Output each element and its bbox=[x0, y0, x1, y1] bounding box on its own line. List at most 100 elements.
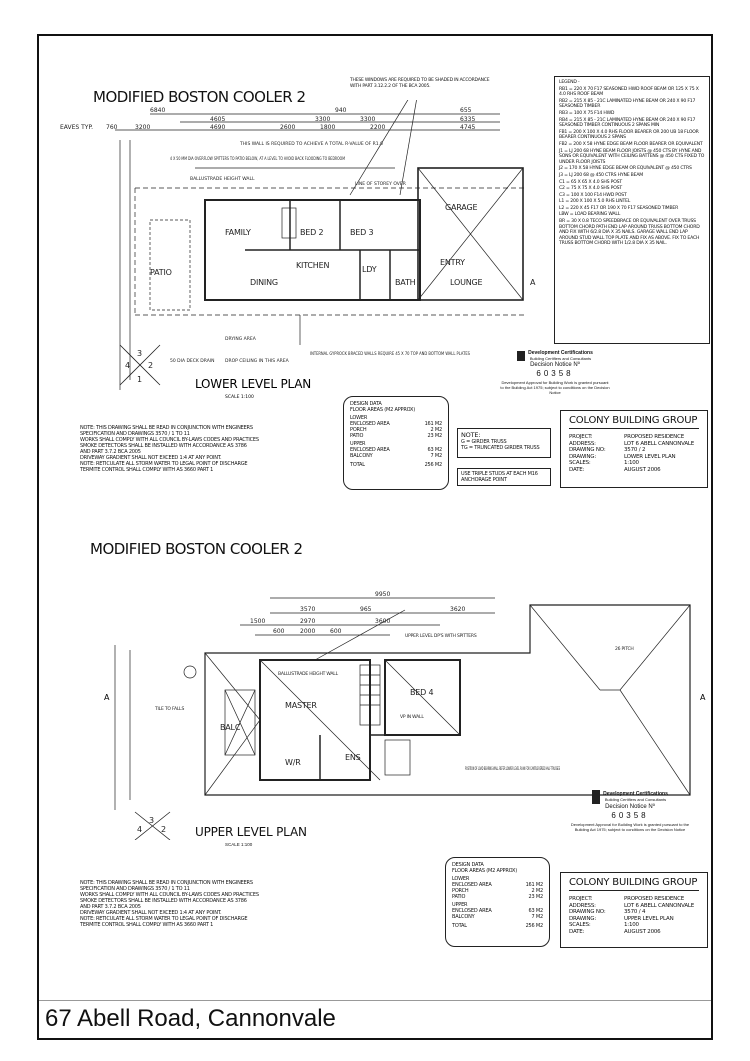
dim-top-1: 6840 bbox=[150, 107, 165, 114]
decision-notice-number: 60358 bbox=[536, 369, 574, 378]
note-line: TERMITE CONTROL SHALL COMPLY WITH AS 366… bbox=[80, 922, 214, 928]
note-line: NOTE: THIS DRAWING SHALL BE READ IN CONJ… bbox=[80, 425, 253, 431]
caption-divider bbox=[39, 1000, 711, 1001]
note-line: SPECIFICATION AND DRAWINGS 3570 / 1 TO 1… bbox=[80, 431, 190, 437]
legend-item: BR = 30 X 0.8 TECO SPEEDBRACE OR EQUIVAL… bbox=[559, 219, 700, 247]
legend-item: C1 = 65 X 65 X 4.0 SHS POST bbox=[559, 179, 622, 185]
dim-row3-6: 2200 bbox=[370, 124, 385, 131]
upper-dim-top: 9950 bbox=[375, 591, 390, 598]
property-address-caption: 67 Abell Road, Cannonvale bbox=[45, 1005, 336, 1032]
lower-plan-label: LOWER LEVEL PLAN bbox=[195, 377, 311, 391]
legend-item: RB4 = 215 X 85 - 21C LAMINATED HYNE BEAM… bbox=[559, 117, 696, 129]
section-mark-4: 4 bbox=[125, 361, 130, 370]
upper-dim-row3-3: 3600 bbox=[375, 618, 390, 625]
drying-area: DRYING AREA bbox=[225, 336, 257, 342]
upper-level-floor-plan: 9950 3570 965 3620 1500 2970 3600 600 20… bbox=[104, 591, 706, 840]
upper-dps-note: UPPER LEVEL DP'S WITH SPITTERS bbox=[405, 633, 477, 639]
section-mark-3: 3 bbox=[137, 349, 142, 358]
upper-dim-row3-1: 1500 bbox=[250, 618, 265, 625]
note-line: SMOKE DETECTORS SHALL BE INSTALLED WITH … bbox=[80, 443, 247, 449]
room-entry: ENTRY bbox=[440, 258, 465, 267]
room-dining: DINING bbox=[250, 278, 278, 287]
design-data-lower-label: LOWER bbox=[350, 415, 368, 421]
dim-row3-4: 2600 bbox=[280, 124, 295, 131]
field-value: PROPOSED RESIDENCE bbox=[624, 434, 685, 440]
legend-title: LEGEND - bbox=[559, 80, 580, 85]
tile-to-falls-note: TILE TO FALLS bbox=[154, 706, 184, 712]
field-label: DRAWING No: bbox=[569, 447, 606, 453]
load-bearing-wall-note: POSITION OF LOAD BEARING WALL REFER LOWE… bbox=[465, 766, 560, 772]
note-title: NOTE: bbox=[461, 431, 481, 439]
area-name: BALCONY bbox=[452, 914, 475, 920]
legend-item: J1 = LJ 200 68 HYNE BEAM FLOOR JOISTS @ … bbox=[559, 148, 705, 165]
storey-over-note: LINE OF STOREY OVER bbox=[355, 181, 406, 187]
upper-plan-title: MODIFIED BOSTON COOLER 2 bbox=[90, 540, 303, 558]
legend-item: L2 = 220 X 45 F17 OR 190 X 70 F17 SEASON… bbox=[559, 205, 679, 211]
field-label: SCALES: bbox=[569, 922, 591, 928]
legend-item: C2 = 75 X 75 X 4.0 SHS POST bbox=[559, 186, 622, 192]
area-name: BALCONY bbox=[350, 453, 373, 459]
legend-item: RB1 = 220 X 70 F17 SEASONED HWD ROOF BEA… bbox=[559, 86, 699, 98]
lower-plan-scale: SCALE 1:100 bbox=[225, 394, 254, 400]
certifier-logo-icon bbox=[592, 790, 601, 804]
room-walk-in-robe: W/R bbox=[285, 758, 301, 767]
legend-item: RB3 = 100 X 75 F14 HWD bbox=[559, 110, 615, 116]
field-value: LOWER LEVEL PLAN bbox=[624, 453, 676, 460]
lower-plan-title: MODIFIED BOSTON COOLER 2 bbox=[93, 88, 306, 106]
note-line: WORKS SHALL COMPLY WITH ALL COUNCIL BY-L… bbox=[80, 437, 259, 443]
lower-level-floor-plan: 6840 940 655 4605 3300 3300 6335 EAVES T… bbox=[60, 100, 536, 400]
upper-dim-row2-1: 3570 bbox=[300, 606, 315, 613]
note-line: SMOKE DETECTORS SHALL BE INSTALLED WITH … bbox=[80, 898, 247, 904]
dim-row3-1: 760 bbox=[106, 124, 118, 131]
field-label: DATE: bbox=[569, 928, 585, 935]
area-value: 2 M2 bbox=[430, 427, 443, 433]
room-balcony: BALC bbox=[220, 723, 241, 732]
field-label: DRAWING: bbox=[569, 453, 596, 460]
dim-row2-2: 3300 bbox=[315, 116, 330, 123]
drop-ceiling-note: DROP CEILING IN THIS AREA bbox=[225, 358, 290, 364]
legend-item: J3 = LJ 200 68 @ 450 CTRS HYNE BEAM bbox=[559, 172, 644, 178]
room-master: MASTER bbox=[285, 701, 317, 710]
note-line: WORKS SHALL COMPLY WITH ALL COUNCIL BY-L… bbox=[80, 892, 259, 898]
legend-item: C3 = 100 X 100 F14 HWD POST bbox=[559, 192, 627, 198]
area-name: PATIO bbox=[452, 894, 466, 900]
design-data-subtitle: FLOOR AREAS (M2 APPROX) bbox=[350, 407, 416, 413]
certifier-name: Development Certifications bbox=[528, 350, 593, 356]
field-label: SCALES: bbox=[569, 460, 591, 466]
legend-items: RB1 = 220 X 70 F17 SEASONED HWD ROOF BEA… bbox=[559, 87, 705, 247]
room-bed-2: BED 2 bbox=[300, 228, 323, 237]
upper-section-mark-3: 3 bbox=[149, 816, 154, 825]
certifier-subtitle: Building Certifiers and Consultants bbox=[529, 356, 592, 361]
legend-item: L1 = 200 X 100 X 5.0 RHS LINTEL bbox=[559, 199, 631, 205]
field-value: 3570 / 4 bbox=[624, 909, 646, 915]
decision-notice-label: Decision Notice Nº bbox=[530, 362, 580, 368]
upper-drawing-notes: NOTE: THIS DRAWING SHALL BE READ IN CONJ… bbox=[80, 880, 300, 928]
legend-item: FB2 = 200 X 58 HYNE EDGE BEAM FLOOR BEAR… bbox=[559, 141, 703, 147]
field-value: UPPER LEVEL PLAN bbox=[624, 915, 674, 922]
approval-text: Development Approval for Building Work i… bbox=[500, 380, 610, 395]
dim-row3-5: 1800 bbox=[320, 124, 335, 131]
total-value: 256 M2 bbox=[525, 923, 544, 929]
field-label: ADDRESS: bbox=[569, 440, 596, 447]
certifier-name: Development Certifications bbox=[603, 791, 668, 797]
decision-notice-number: 60358 bbox=[611, 811, 649, 820]
area-value: 63 M2 bbox=[528, 908, 544, 914]
design-data-title: DESIGN DATA bbox=[452, 862, 484, 868]
dim-row3-7: 4745 bbox=[460, 124, 475, 131]
area-value: 63 M2 bbox=[427, 447, 443, 453]
room-bed-3: BED 3 bbox=[350, 228, 373, 237]
field-label: PROJECT: bbox=[569, 434, 593, 440]
title-block-company: COLONY BUILDING GROUP bbox=[569, 877, 699, 891]
drawing-frame bbox=[37, 34, 713, 1040]
